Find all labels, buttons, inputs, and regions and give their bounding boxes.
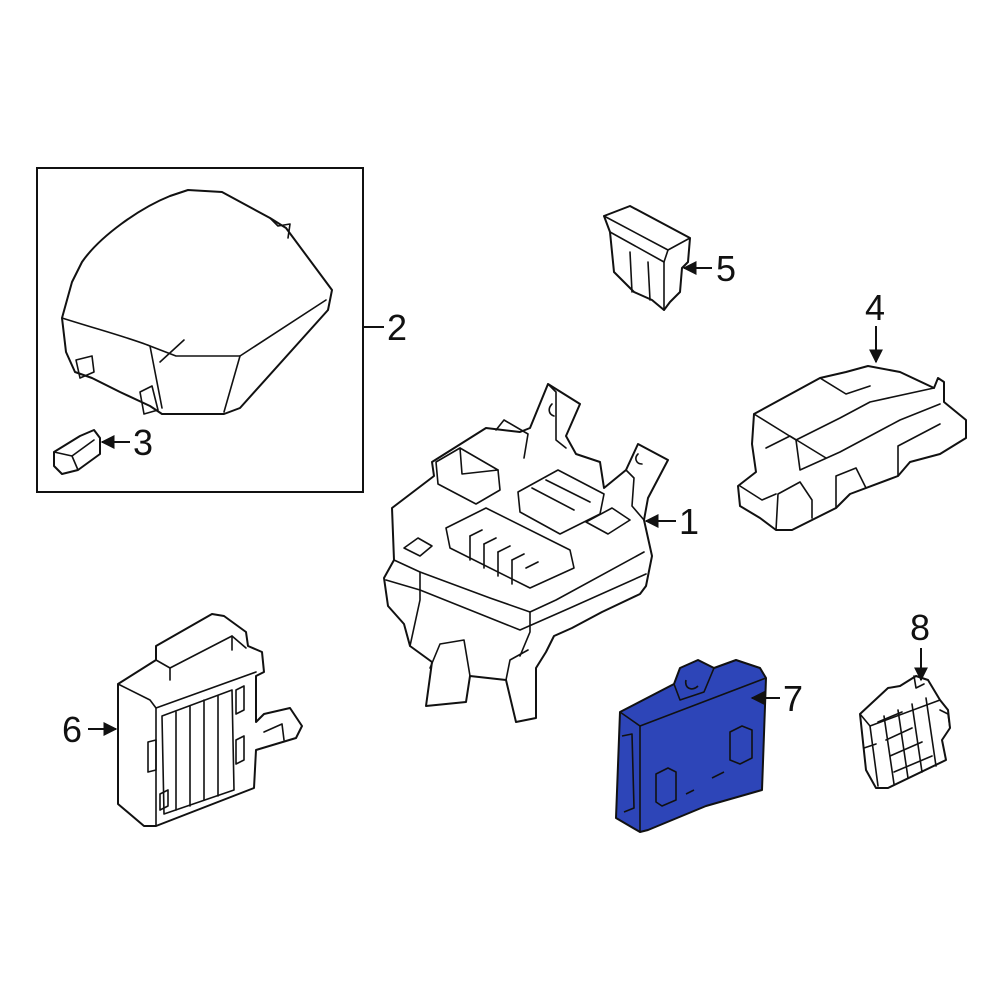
callout-1: 1 (679, 501, 699, 542)
callout-6: 6 (62, 709, 82, 750)
callout-5: 5 (716, 248, 736, 289)
callout-4: 4 (865, 287, 885, 328)
part-2-fuse-box-cover[interactable] (61, 189, 333, 415)
part-5-relay[interactable] (603, 205, 691, 311)
part-6-control-module[interactable] (117, 613, 303, 827)
callout-7: 7 (783, 678, 803, 719)
part-7-module-highlighted[interactable] (615, 659, 767, 833)
part-4-relay-bracket[interactable] (737, 365, 967, 531)
part-1-fuse-box[interactable] (383, 383, 669, 723)
callout-8: 8 (910, 607, 930, 648)
callout-2: 2 (387, 307, 407, 348)
assembly-group-box (36, 167, 364, 493)
part-8-connector[interactable] (859, 675, 951, 789)
callout-3: 3 (133, 422, 153, 463)
part-3-clip[interactable] (53, 429, 101, 475)
